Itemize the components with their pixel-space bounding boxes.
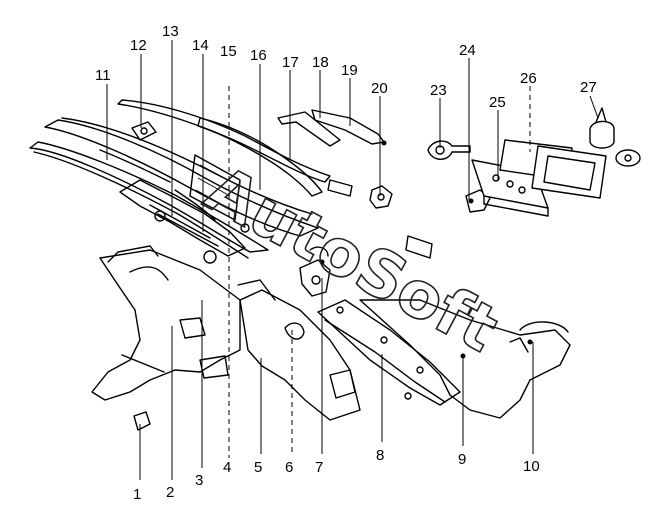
part-label-18: 18: [312, 54, 329, 71]
part-label-13: 13: [162, 23, 179, 40]
autosoft-watermark: AutoSoft: [193, 152, 510, 368]
dash-panel-right: [359, 299, 571, 419]
part-label-27: 27: [580, 79, 597, 96]
part-label-19: 19: [341, 62, 358, 79]
part-8-crossmember: [317, 299, 461, 406]
part-label-7: 7: [315, 459, 323, 476]
part-label-11: 11: [95, 67, 111, 84]
part-label-12: 12: [130, 37, 147, 54]
part-18-19-hinge: [277, 109, 387, 147]
part-label-8: 8: [376, 447, 384, 464]
part-label-3: 3: [195, 472, 203, 489]
part-label-17: 17: [282, 54, 299, 71]
part-label-20: 20: [371, 80, 388, 97]
part-label-2: 2: [166, 484, 174, 501]
part-23-fastener: [427, 140, 471, 160]
part-label-23: 23: [430, 82, 447, 99]
part-label-6: 6: [285, 459, 293, 476]
part-label-14: 14: [192, 37, 209, 54]
dash-panel-center: [239, 246, 361, 421]
part-label-1: 1: [133, 486, 141, 503]
part-label-15: 15: [220, 43, 237, 60]
part-1-clip: [133, 411, 151, 431]
part-label-26: 26: [520, 70, 537, 87]
front-apron-panel: [91, 245, 276, 401]
part-label-25: 25: [489, 94, 506, 111]
part-label-24: 24: [459, 42, 476, 59]
watermark-text: AutoSoft: [194, 152, 510, 367]
part-label-10: 10: [523, 458, 540, 475]
part-label-4: 4: [223, 459, 231, 476]
part-number-labels: 1 2 3 4 5 6 7 8 9 10 11 12 13 14 15 16 1…: [95, 23, 597, 503]
part-label-9: 9: [458, 451, 466, 468]
part-label-16: 16: [250, 47, 267, 64]
part-26-seal: [499, 139, 607, 199]
part-20-clip: [327, 179, 433, 259]
part-12-bracket: [131, 121, 157, 141]
leader-lines: [106, 40, 599, 480]
part-label-5: 5: [254, 459, 262, 476]
